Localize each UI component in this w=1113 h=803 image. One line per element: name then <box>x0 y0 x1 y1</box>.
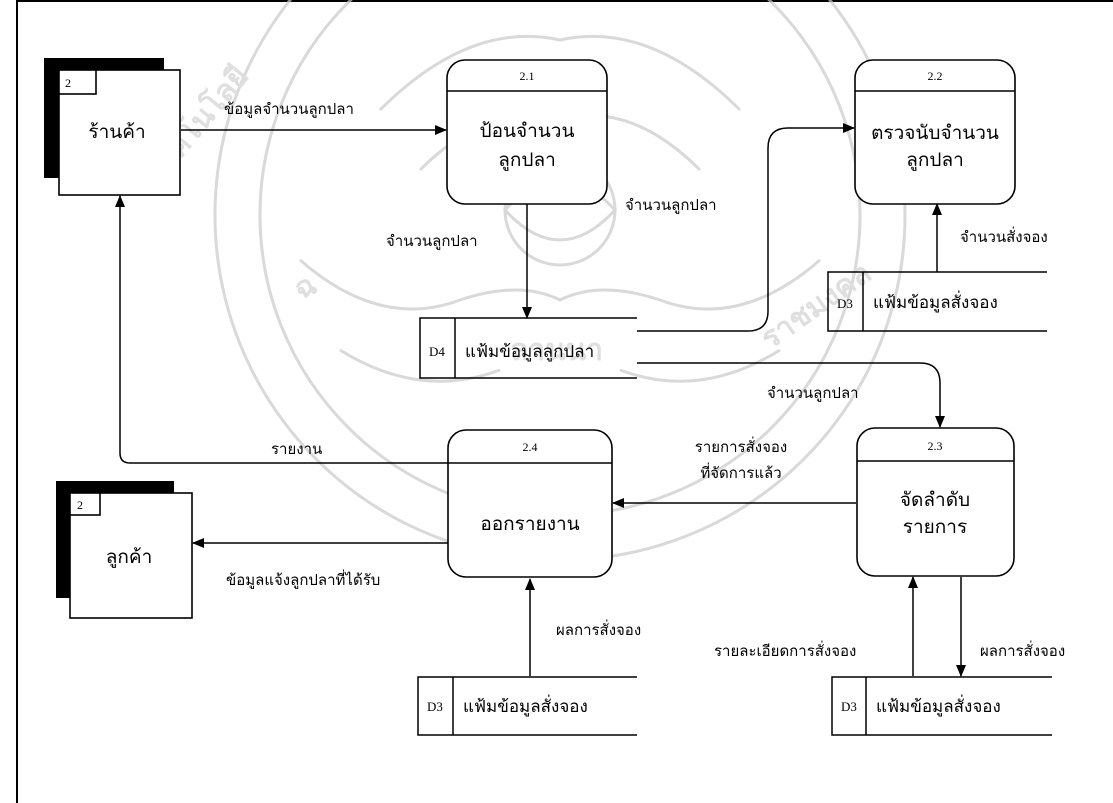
svg-text:ราชมงคล: ราชมงคล <box>755 255 878 356</box>
flow-labels: ข้อมูลจำนวนลูกปลา จำนวนลูกปลา จำนวนลูกปล… <box>224 100 1065 660</box>
data-store-label: แฟ้มข้อมูลลูกปลา <box>465 342 594 362</box>
entity-number: 2 <box>65 76 71 90</box>
process-number: 2.2 <box>928 69 943 83</box>
entity-number: 2 <box>77 498 83 512</box>
flow-arrow-p24-to-store <box>115 195 448 464</box>
flow-label-booking-count: จำนวนสั่งจอง <box>960 226 1048 246</box>
flow-label-fish-count-data: ข้อมูลจำนวนลูกปลา <box>224 100 354 118</box>
data-store-d3-bottom-right[interactable]: D3 แฟ้มข้อมูลสั่งจอง <box>831 676 1052 736</box>
process-number: 2.3 <box>928 439 943 453</box>
process-2-3[interactable]: 2.3 จัดลำดับ รายการ <box>856 427 1015 577</box>
process-2-2[interactable]: 2.2 ตรวจนับจำนวน ลูกปลา <box>854 59 1016 205</box>
flow-label-booking-details: รายละเอียดการสั่งจอง <box>714 640 856 660</box>
data-store-code: D4 <box>429 344 445 359</box>
data-store-label: แฟ้มข้อมูลสั่งจอง <box>463 694 588 717</box>
process-label-line-1: จัดลำดับ <box>900 489 970 511</box>
flow-label-managed-bookings-line-1: รายการสั่งจอง <box>695 436 787 456</box>
entity-label: ร้านค้า <box>88 121 145 143</box>
data-store-code: D3 <box>841 699 857 714</box>
process-label-line-2: ลูกปลา <box>498 149 556 171</box>
process-number: 2.1 <box>520 69 535 83</box>
data-store-d3-bottom-left[interactable]: D3 แฟ้มข้อมูลสั่งจอง <box>417 676 637 736</box>
flow-label-booking-result-to-p24: ผลการสั่งจอง <box>556 619 641 639</box>
process-label-line-1: ป้อนจำนวน <box>480 120 575 142</box>
external-entity-customer[interactable]: 2 ลูกค้า <box>56 481 193 619</box>
flow-label-booking-result-to-d3: ผลการสั่งจอง <box>980 640 1065 660</box>
svg-text:ลานนา: ลานนา <box>510 333 603 368</box>
data-store-d3-top[interactable]: D3 แฟ้มข้อมูลสั่งจอง <box>827 271 1047 332</box>
process-label-line-1: ตรวจนับจำนวน <box>871 122 999 144</box>
flow-label-fish-count-to-d4: จำนวนลูกปลา <box>386 232 478 250</box>
entity-label: ลูกค้า <box>106 546 153 568</box>
process-label-line-1: ออกรายงาน <box>480 513 579 535</box>
process-label-line-2: ลูกปลา <box>906 149 964 171</box>
data-store-d4[interactable]: D4 แฟ้มข้อมูลลูกปลา <box>419 317 637 379</box>
flow-label-report: รายงาน <box>271 440 322 458</box>
process-number: 2.4 <box>523 440 538 454</box>
flow-label-managed-bookings-line-2: ที่จัดการแล้ว <box>700 462 781 482</box>
data-store-label: แฟ้มข้อมูลสั่งจอง <box>876 694 1001 717</box>
flow-label-received-fish-notice: ข้อมูลแจ้งลูกปลาที่ได้รับ <box>226 569 380 589</box>
data-store-label: แฟ้มข้อมูลสั่งจอง <box>873 290 998 313</box>
data-store-code: D3 <box>427 699 443 714</box>
data-store-code: D3 <box>837 296 853 311</box>
flow-label-fish-count-to-p22: จำนวนลูกปลา <box>625 196 717 214</box>
flow-lines <box>115 123 966 677</box>
process-2-1[interactable]: 2.1 ป้อนจำนวน ลูกปลา <box>446 59 608 205</box>
flow-arrow-d4-to-p23 <box>637 362 945 428</box>
process-label-line-2: รายการ <box>903 516 967 538</box>
flow-label-fish-count-to-p23: จำนวนลูกปลา <box>767 384 859 402</box>
flow-arrow-d4-to-p22 <box>637 123 855 332</box>
process-2-4[interactable]: 2.4 ออกรายงาน <box>447 429 613 578</box>
external-entity-store[interactable]: 2 ร้านค้า <box>44 58 181 196</box>
